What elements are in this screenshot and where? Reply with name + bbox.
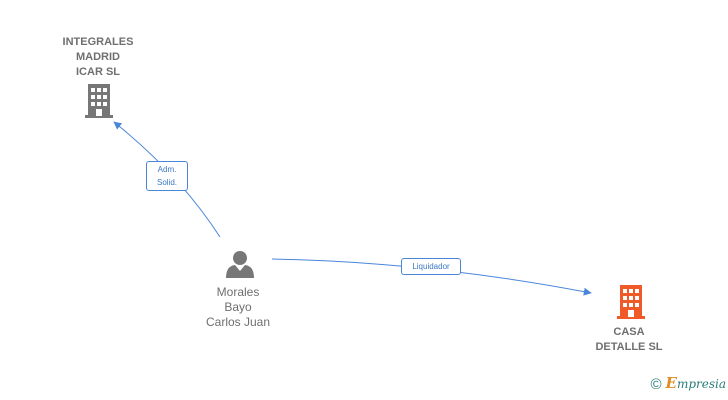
relationship-badge-adm-solid: Adm. Solid. xyxy=(146,161,188,191)
empresia-logo: Empresia xyxy=(666,376,727,392)
relationship-label-line: Adm. xyxy=(157,165,177,174)
building-icon[interactable] xyxy=(85,84,113,118)
brand-initial: E xyxy=(665,374,677,392)
person-icon[interactable] xyxy=(226,251,254,278)
empresia-watermark: © Empresia xyxy=(650,376,726,392)
company-name-label[interactable]: CASA DETALLE SL xyxy=(579,325,679,355)
company-name-label[interactable]: INTEGRALES MADRID ICAR SL xyxy=(48,35,148,80)
building-icon[interactable] xyxy=(617,285,645,319)
relationship-badge-liquidador: Liquidador xyxy=(401,258,461,275)
brand-rest: mpresia xyxy=(676,377,726,391)
person-name-line: Morales xyxy=(216,285,260,299)
company-name-line: CASA xyxy=(613,326,645,338)
company-name-line: ICAR SL xyxy=(76,66,120,78)
person-name-line: Carlos Juan xyxy=(205,315,271,329)
company-name-line: INTEGRALES xyxy=(62,36,134,48)
person-name-label[interactable]: Morales Bayo Carlos Juan xyxy=(188,285,288,330)
company-name-line: MADRID xyxy=(76,51,120,63)
relationship-label-line: Liquidador xyxy=(412,262,450,271)
relationship-label-line: Solid. xyxy=(156,178,177,187)
person-name-line: Bayo xyxy=(224,300,252,314)
company-name-line: DETALLE SL xyxy=(595,341,663,353)
copyright-icon: © xyxy=(650,375,662,393)
